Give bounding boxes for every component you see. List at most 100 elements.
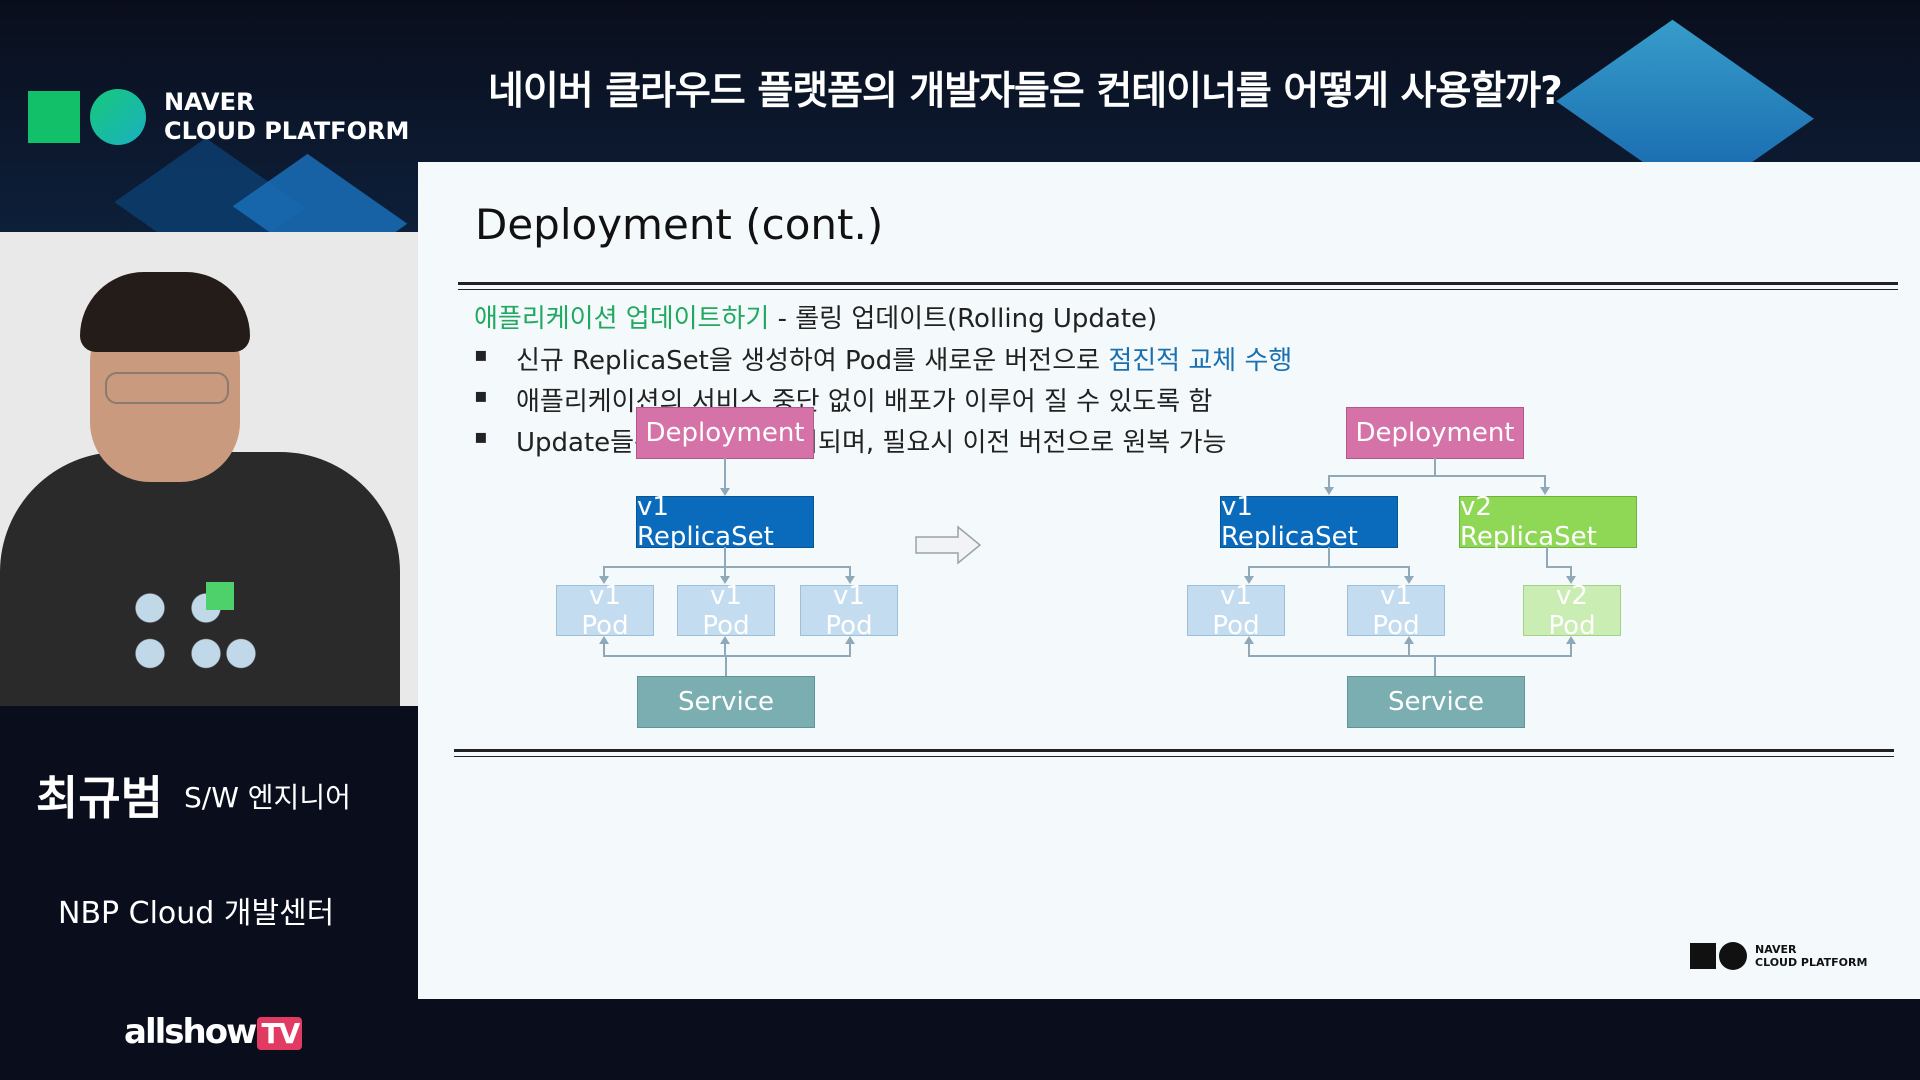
connector — [724, 458, 726, 488]
arrow-down-icon — [1404, 576, 1414, 584]
deployment-box: Deployment — [1346, 407, 1524, 459]
pod-version: v1 — [589, 580, 621, 611]
slide-naver-logo: NAVER CLOUD PLATFORM — [1690, 942, 1867, 970]
brand-square-icon — [28, 91, 80, 143]
bullet-item: Update들은 버전으로 관리되며, 필요시 이전 버전으로 원복 가능 — [474, 422, 1292, 463]
subtitle-rest: - 롤링 업데이트(Rolling Update) — [769, 304, 1158, 334]
arrow-down-icon — [720, 488, 730, 496]
shirt-graphic — [122, 582, 262, 706]
connector — [849, 566, 851, 578]
arrow-up-icon — [1566, 636, 1576, 644]
slide-subtitle: 애플리케이션 업데이트하기 - 롤링 업데이트(Rolling Update) — [474, 298, 1157, 335]
arrow-down-icon — [720, 576, 730, 584]
connector — [724, 644, 726, 656]
connector — [1328, 547, 1330, 567]
broadcast-headline: 네이버 클라우드 플랫폼의 개발자들은 컨테이너를 어떻게 사용할까? — [488, 69, 1563, 114]
slide-title: Deployment (cont.) — [475, 200, 884, 249]
speaker-info-panel — [0, 706, 418, 1006]
bullet-text: 신규 ReplicaSet을 생성하여 Pod를 새로운 버전으로 — [516, 346, 1109, 376]
channel-badge: TV — [257, 1017, 303, 1050]
arrow-up-icon — [845, 636, 855, 644]
deployment-box: Deployment — [636, 407, 814, 459]
title-divider — [458, 282, 1898, 290]
logo-line1: NAVER — [1755, 943, 1797, 956]
speaker-video — [0, 232, 418, 706]
pod-label: Pod — [581, 610, 629, 641]
replicaset-v2-box: v2 ReplicaSet — [1459, 492, 1637, 552]
transition-arrow-icon — [915, 525, 982, 565]
service-box: Service — [637, 676, 815, 728]
pod-version: v1 — [833, 580, 865, 611]
pod-label: Pod — [702, 610, 750, 641]
bullet-text: 애플리케이션의 서비스 중단 없이 배포가 이루어 질 수 있도록 함 — [516, 387, 1213, 417]
bullet-text: Update들은 버전으로 관리되며, 필요시 이전 버전으로 원복 가능 — [516, 428, 1227, 458]
arrow-down-icon — [1324, 487, 1334, 495]
arrow-up-icon — [1244, 636, 1254, 644]
connector — [1546, 566, 1572, 568]
connector — [1544, 475, 1546, 487]
pod-label: Pod — [1372, 610, 1420, 641]
service-box: Service — [1347, 676, 1525, 728]
glasses-icon — [105, 372, 229, 404]
connector — [603, 644, 605, 656]
speaker-hair — [80, 272, 250, 352]
brand-circle-icon — [90, 89, 146, 145]
connector — [1546, 547, 1548, 567]
connector — [1328, 475, 1546, 477]
connector — [724, 547, 726, 567]
pod-version: v1 — [710, 580, 742, 611]
connector — [1570, 566, 1572, 578]
bottom-divider — [454, 749, 1894, 757]
logo-line2: CLOUD PLATFORM — [1755, 956, 1868, 969]
bullet-list: 신규 ReplicaSet을 생성하여 Pod를 새로운 버전으로 점진적 교체… — [474, 340, 1292, 463]
arrow-down-icon — [599, 576, 609, 584]
replicaset-v1-box: v1 ReplicaSet — [1220, 492, 1398, 552]
speaker-name: 최규범 — [36, 771, 163, 825]
bullet-item: 애플리케이션의 서비스 중단 없이 배포가 이루어 질 수 있도록 함 — [474, 381, 1292, 422]
connector — [1248, 566, 1410, 568]
arrow-up-icon — [1404, 636, 1414, 644]
arrow-down-icon — [1566, 576, 1576, 584]
presentation-slide: Deployment (cont.) 애플리케이션 업데이트하기 - 롤링 업데… — [418, 162, 1920, 999]
connector — [603, 566, 851, 568]
subtitle-highlight: 애플리케이션 업데이트하기 — [474, 304, 770, 334]
connector — [849, 644, 851, 656]
pod-label: Pod — [1212, 610, 1260, 641]
naver-cloud-brand: NAVER CLOUD PLATFORM — [28, 88, 409, 146]
logo-square-icon — [1690, 943, 1716, 969]
connector — [1328, 475, 1330, 487]
connector — [724, 566, 726, 578]
connector — [1408, 566, 1410, 578]
speaker-team: NBP Cloud 개발센터 — [58, 896, 335, 931]
connector — [1248, 655, 1572, 657]
connector — [1434, 656, 1436, 676]
bullet-highlight: 점진적 교체 수행 — [1108, 346, 1293, 376]
logo-circle-icon — [1719, 942, 1747, 970]
channel-name: allshow — [124, 1012, 257, 1052]
connector — [603, 655, 851, 657]
connector — [603, 566, 605, 578]
pod-version: v1 — [1380, 580, 1412, 611]
pod-version: v2 — [1556, 580, 1588, 611]
connector — [1408, 644, 1410, 656]
pod-version: v1 — [1220, 580, 1252, 611]
arrow-down-icon — [845, 576, 855, 584]
arrow-up-icon — [720, 636, 730, 644]
arrow-down-icon — [1244, 576, 1254, 584]
connector — [725, 656, 727, 676]
brand-line1: NAVER — [164, 88, 255, 116]
connector — [1570, 644, 1572, 656]
arrow-up-icon — [599, 636, 609, 644]
pod-label: Pod — [825, 610, 873, 641]
replicaset-v1-box: v1 ReplicaSet — [636, 492, 814, 552]
pod-label: Pod — [1548, 610, 1596, 641]
brand-line2: CLOUD PLATFORM — [164, 117, 410, 145]
connector — [1248, 566, 1250, 578]
